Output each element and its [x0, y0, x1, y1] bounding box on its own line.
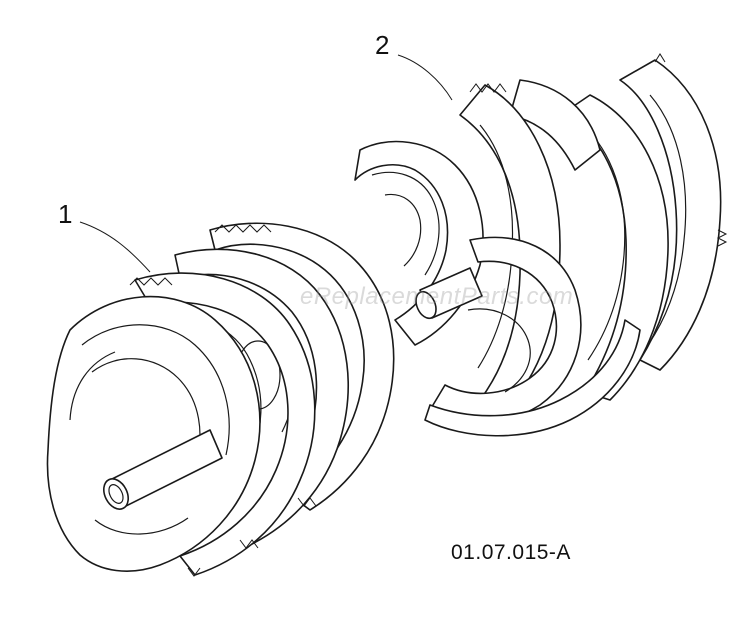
watermark-text: eReplacementParts.com	[300, 283, 574, 310]
leader-line-part-1	[79, 221, 151, 273]
drawing-code: 01.07.015-A	[451, 541, 571, 564]
callout-part-1: 1	[58, 199, 73, 229]
auger-part-1	[46, 222, 395, 577]
auger-part-2	[354, 53, 728, 437]
leader-line-part-2	[397, 54, 453, 101]
callout-part-2: 2	[375, 30, 390, 60]
